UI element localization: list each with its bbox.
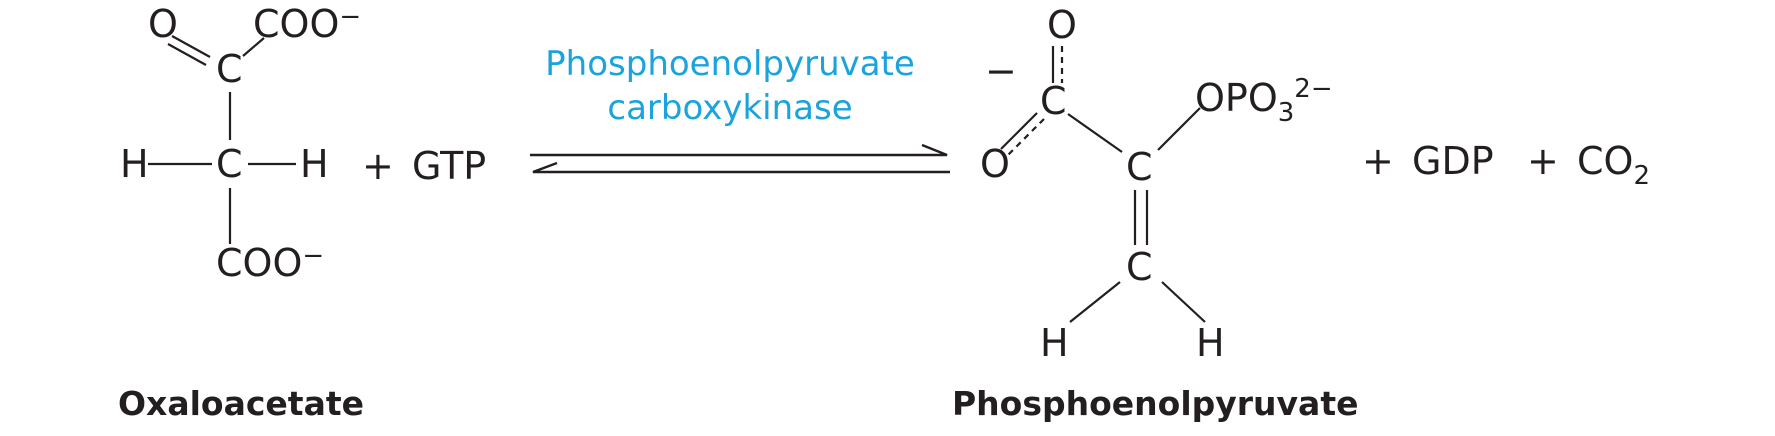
reverse-arrow [532, 161, 950, 174]
forward-arrow [530, 143, 948, 157]
pep-o-top: O [1047, 3, 1077, 47]
product-name: Phosphoenolpyruvate [952, 384, 1358, 423]
equilibrium-arrow [530, 143, 950, 174]
bond-c-c-alpha [1067, 113, 1123, 153]
pep-h-left: H [1040, 321, 1069, 365]
bond-c-o-left-solid [1000, 112, 1038, 150]
oxaloacetate-o-top: O [148, 2, 178, 46]
oxaloacetate-coo-top: COO− [253, 2, 361, 46]
pep-c-alpha: C [1126, 145, 1153, 189]
bond-c-o-double-b [167, 43, 207, 66]
oxaloacetate-coo-top-charge: − [339, 2, 361, 32]
bond-c-h-right [1161, 281, 1206, 323]
oxaloacetate-coo-bottom: COO− [216, 241, 324, 285]
bond-c-coo-top [242, 37, 265, 57]
pep-c-carboxyl: C [1040, 79, 1067, 123]
substrate-name: Oxaloacetate [118, 384, 364, 423]
oxaloacetate-h-left: H [120, 142, 149, 186]
pep-c-methylene: C [1126, 245, 1153, 289]
co2-subscript: 2 [1633, 161, 1650, 191]
bond-c-opo3 [1157, 107, 1201, 151]
plus-sign-3: + [1527, 139, 1559, 183]
bond-c-h-left [1069, 281, 1121, 323]
co2-label: CO2 [1577, 139, 1650, 191]
enzyme-name-line2: carboxykinase [607, 88, 852, 128]
pep-phosphate-subscript: 3 [1278, 98, 1295, 128]
oxaloacetate-coo-top-base: COO [253, 2, 339, 46]
oxaloacetate-coo-bottom-charge: − [302, 241, 324, 271]
gdp-label: GDP [1412, 139, 1494, 183]
oxaloacetate-coo-bottom-base: COO [216, 241, 302, 285]
oxaloacetate-c-center: C [216, 142, 243, 186]
oxaloacetate-h-right: H [300, 142, 329, 186]
bond-c-o-left-dashed [1007, 118, 1045, 156]
pep-h-right: H [1196, 321, 1225, 365]
gtp-label: GTP [412, 144, 486, 188]
pep-o-left: O [980, 142, 1010, 186]
pep-phosphate-charge: 2− [1294, 74, 1332, 104]
plus-sign-2: + [1362, 139, 1394, 183]
plus-sign-1: + [362, 144, 394, 188]
oxaloacetate-structure: O C COO− H C H COO− [120, 2, 361, 285]
enzyme-name-line1: Phosphoenolpyruvate [545, 44, 915, 84]
bond-c-o-double-a [171, 35, 211, 58]
pep-phosphate-group: OPO32− [1195, 74, 1333, 128]
co2-base: CO [1577, 139, 1633, 183]
pep-charge: − [985, 49, 1017, 93]
phosphoenolpyruvate-structure: − O C O C OPO32− C H H [980, 3, 1333, 365]
oxaloacetate-c-carbonyl: C [216, 47, 243, 91]
pep-phosphate-base: OPO [1195, 76, 1278, 120]
